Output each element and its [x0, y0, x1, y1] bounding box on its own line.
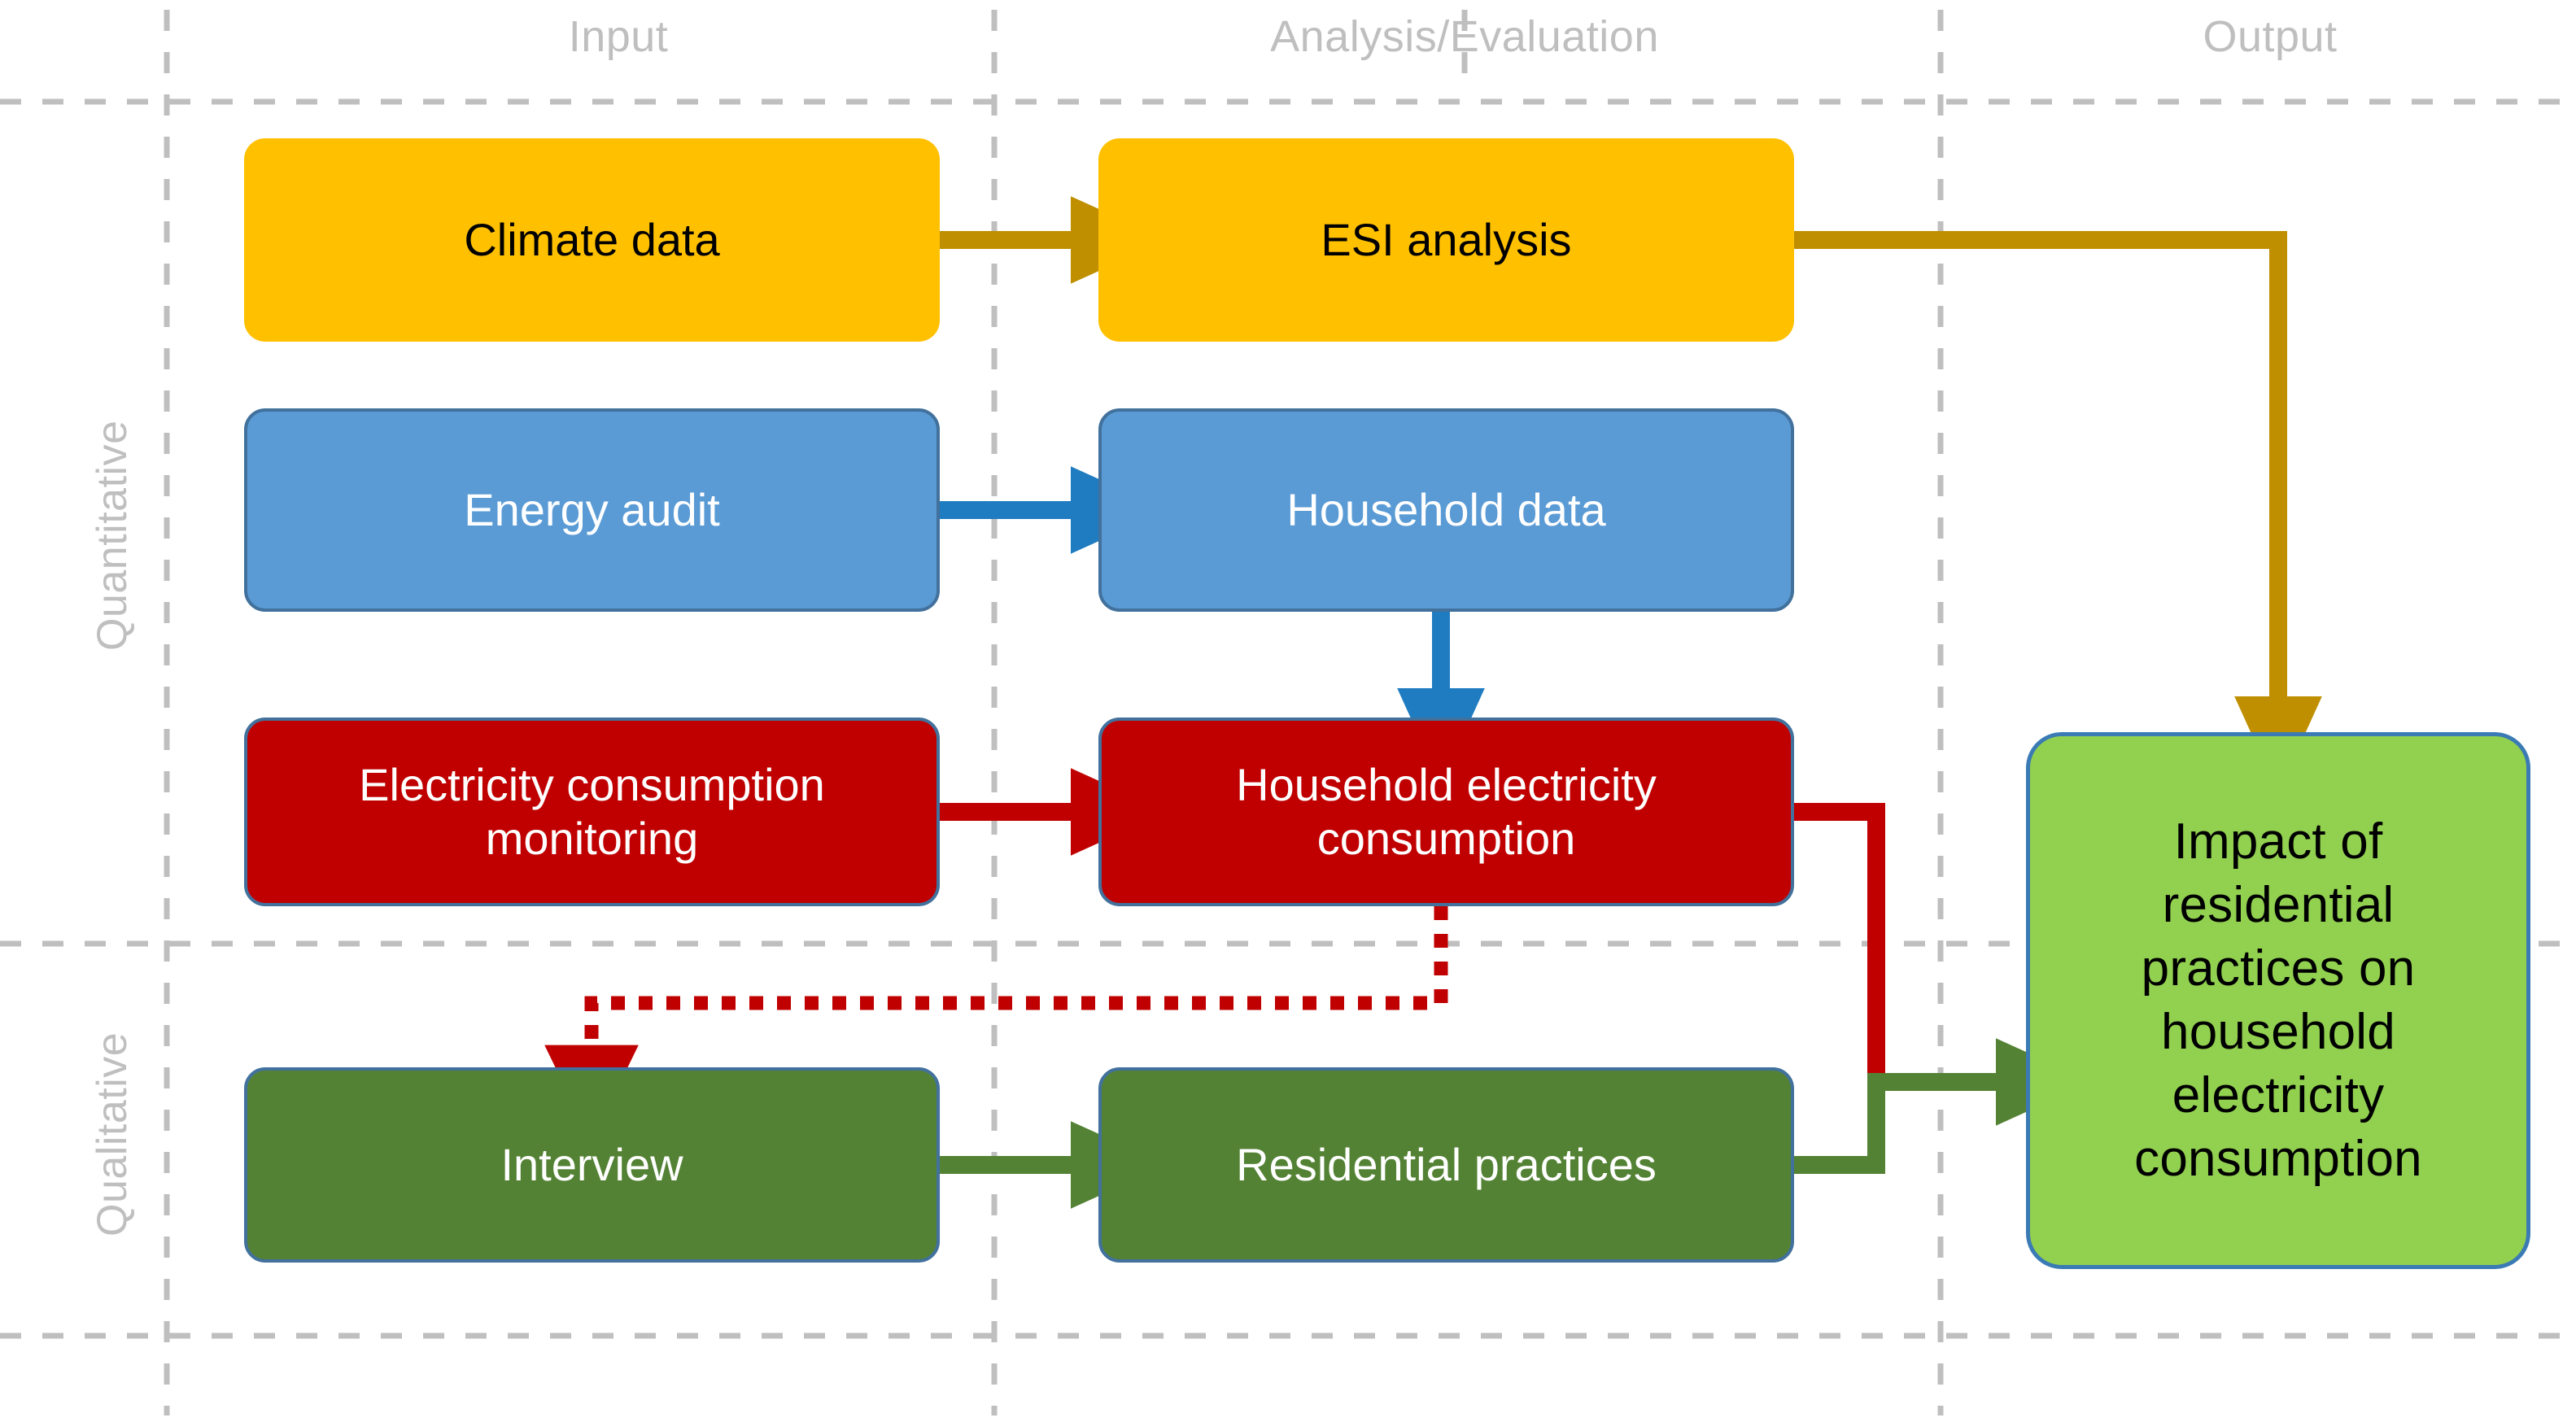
node-label-esi-analysis: ESI analysis	[1321, 213, 1572, 265]
node-esi-analysis[interactable]: ESI analysis	[1098, 138, 1794, 342]
connector-practices-to-output	[1794, 1038, 2093, 1174]
node-label-electricity-consumption-monitoring-line2: monitoring	[485, 813, 699, 864]
node-label-interview: Interview	[500, 1138, 683, 1190]
node-label-impact-output-line5: electricity	[2172, 1067, 2385, 1124]
column-header-input: Input	[568, 12, 669, 61]
node-residential-practices[interactable]: Residential practices	[1098, 1067, 1794, 1263]
node-label-climate-data: Climate data	[464, 213, 720, 265]
node-label-electricity-consumption-monitoring-line1: Electricity consumption	[359, 758, 825, 810]
connector-esi-to-output	[1794, 231, 2322, 793]
node-impact-output[interactable]: Impact of residential practices on house…	[2026, 732, 2530, 1269]
node-label-residential-practices: Residential practices	[1236, 1138, 1657, 1190]
node-label-household-electricity-consumption-line2: consumption	[1316, 813, 1576, 864]
node-interview[interactable]: Interview	[244, 1067, 940, 1263]
node-label-impact-output-line3: practices on	[2141, 940, 2416, 997]
node-label-impact-output-line6: consumption	[2134, 1131, 2422, 1188]
node-label-impact-output-line4: household	[2161, 1004, 2395, 1060]
node-energy-audit[interactable]: Energy audit	[244, 408, 940, 612]
node-label-household-electricity-consumption-line1: Household electricity	[1236, 758, 1657, 810]
node-label-energy-audit: Energy audit	[464, 483, 720, 535]
node-label-household-data: Household data	[1286, 483, 1606, 535]
node-household-data[interactable]: Household data	[1098, 408, 1794, 612]
node-label-impact-output-line2: residential	[2162, 876, 2395, 933]
node-household-electricity-consumption[interactable]: Household electricity consumption	[1098, 718, 1794, 906]
connector-consumption-to-output	[1794, 803, 1885, 1082]
node-label-impact-output-line1: Impact of	[2173, 813, 2383, 870]
column-header-output: Output	[2203, 12, 2338, 61]
row-label-qualitative: Qualitative	[89, 1032, 136, 1237]
connector-consumption-to-interview	[544, 906, 1448, 1142]
column-header-analysis-evaluation: Analysis/Evaluation	[1270, 12, 1659, 61]
node-electricity-consumption-monitoring[interactable]: Electricity consumption monitoring	[244, 718, 940, 906]
row-label-quantitative: Quantitative	[89, 420, 136, 652]
node-climate-data[interactable]: Climate data	[244, 138, 940, 342]
